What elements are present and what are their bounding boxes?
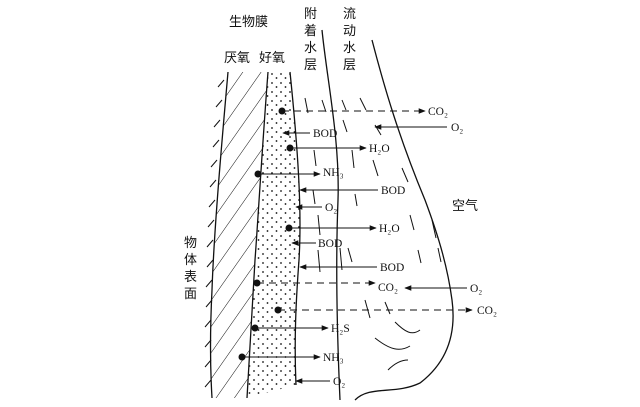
svg-text:水: 水 bbox=[343, 41, 356, 56]
svg-text:层: 层 bbox=[343, 58, 356, 73]
svg-text:水: 水 bbox=[304, 41, 317, 56]
label-h2o-2: H₂O bbox=[379, 223, 400, 235]
label-bod-4: BOD bbox=[380, 262, 404, 274]
label-co2-1: CO₂ bbox=[428, 106, 448, 118]
svg-text:表: 表 bbox=[184, 270, 197, 285]
svg-text:层: 层 bbox=[304, 58, 317, 73]
label-o2-3: O₂ bbox=[470, 283, 482, 295]
svg-text:物: 物 bbox=[184, 236, 197, 251]
anaerobic-layer bbox=[210, 72, 268, 398]
header-aerobic: 好氧 bbox=[259, 51, 285, 66]
label-h2s: H₂S bbox=[331, 323, 350, 335]
aerobic-layer bbox=[247, 72, 300, 398]
label-co2-3: CO₂ bbox=[477, 305, 497, 317]
header-attached-water-layer: 附 着 水 层 bbox=[304, 7, 317, 73]
biofilm-outer-boundary bbox=[289, 71, 301, 386]
label-bod-2: BOD bbox=[381, 185, 405, 197]
label-h2o-1: H₂O bbox=[369, 143, 390, 155]
svg-text:流: 流 bbox=[343, 7, 356, 22]
label-object-surface: 物 体 表 面 bbox=[184, 236, 197, 302]
label-bod-1: BOD bbox=[313, 128, 337, 140]
svg-text:着: 着 bbox=[304, 23, 317, 39]
flowing-water-boundary bbox=[354, 39, 454, 401]
header-anaerobic: 厌氧 bbox=[224, 51, 250, 66]
svg-text:附: 附 bbox=[304, 7, 317, 22]
label-nh3-2: NH₃ bbox=[323, 352, 344, 364]
svg-text:体: 体 bbox=[184, 253, 197, 268]
label-bod-3: BOD bbox=[318, 238, 342, 250]
label-o2-2: O₂ bbox=[325, 202, 337, 214]
label-nh3-1: NH₃ bbox=[323, 167, 344, 179]
header-flowing-water-layer: 流 动 水 层 bbox=[343, 7, 356, 73]
header-biofilm: 生物膜 bbox=[229, 15, 268, 30]
label-air: 空气 bbox=[452, 198, 478, 214]
attached-water-boundary bbox=[321, 29, 341, 401]
svg-text:面: 面 bbox=[184, 287, 197, 302]
svg-text:动: 动 bbox=[343, 24, 356, 39]
label-o2-4: O₂ bbox=[333, 376, 345, 388]
label-o2-1: O₂ bbox=[451, 122, 463, 134]
label-co2-2: CO₂ bbox=[378, 282, 398, 294]
